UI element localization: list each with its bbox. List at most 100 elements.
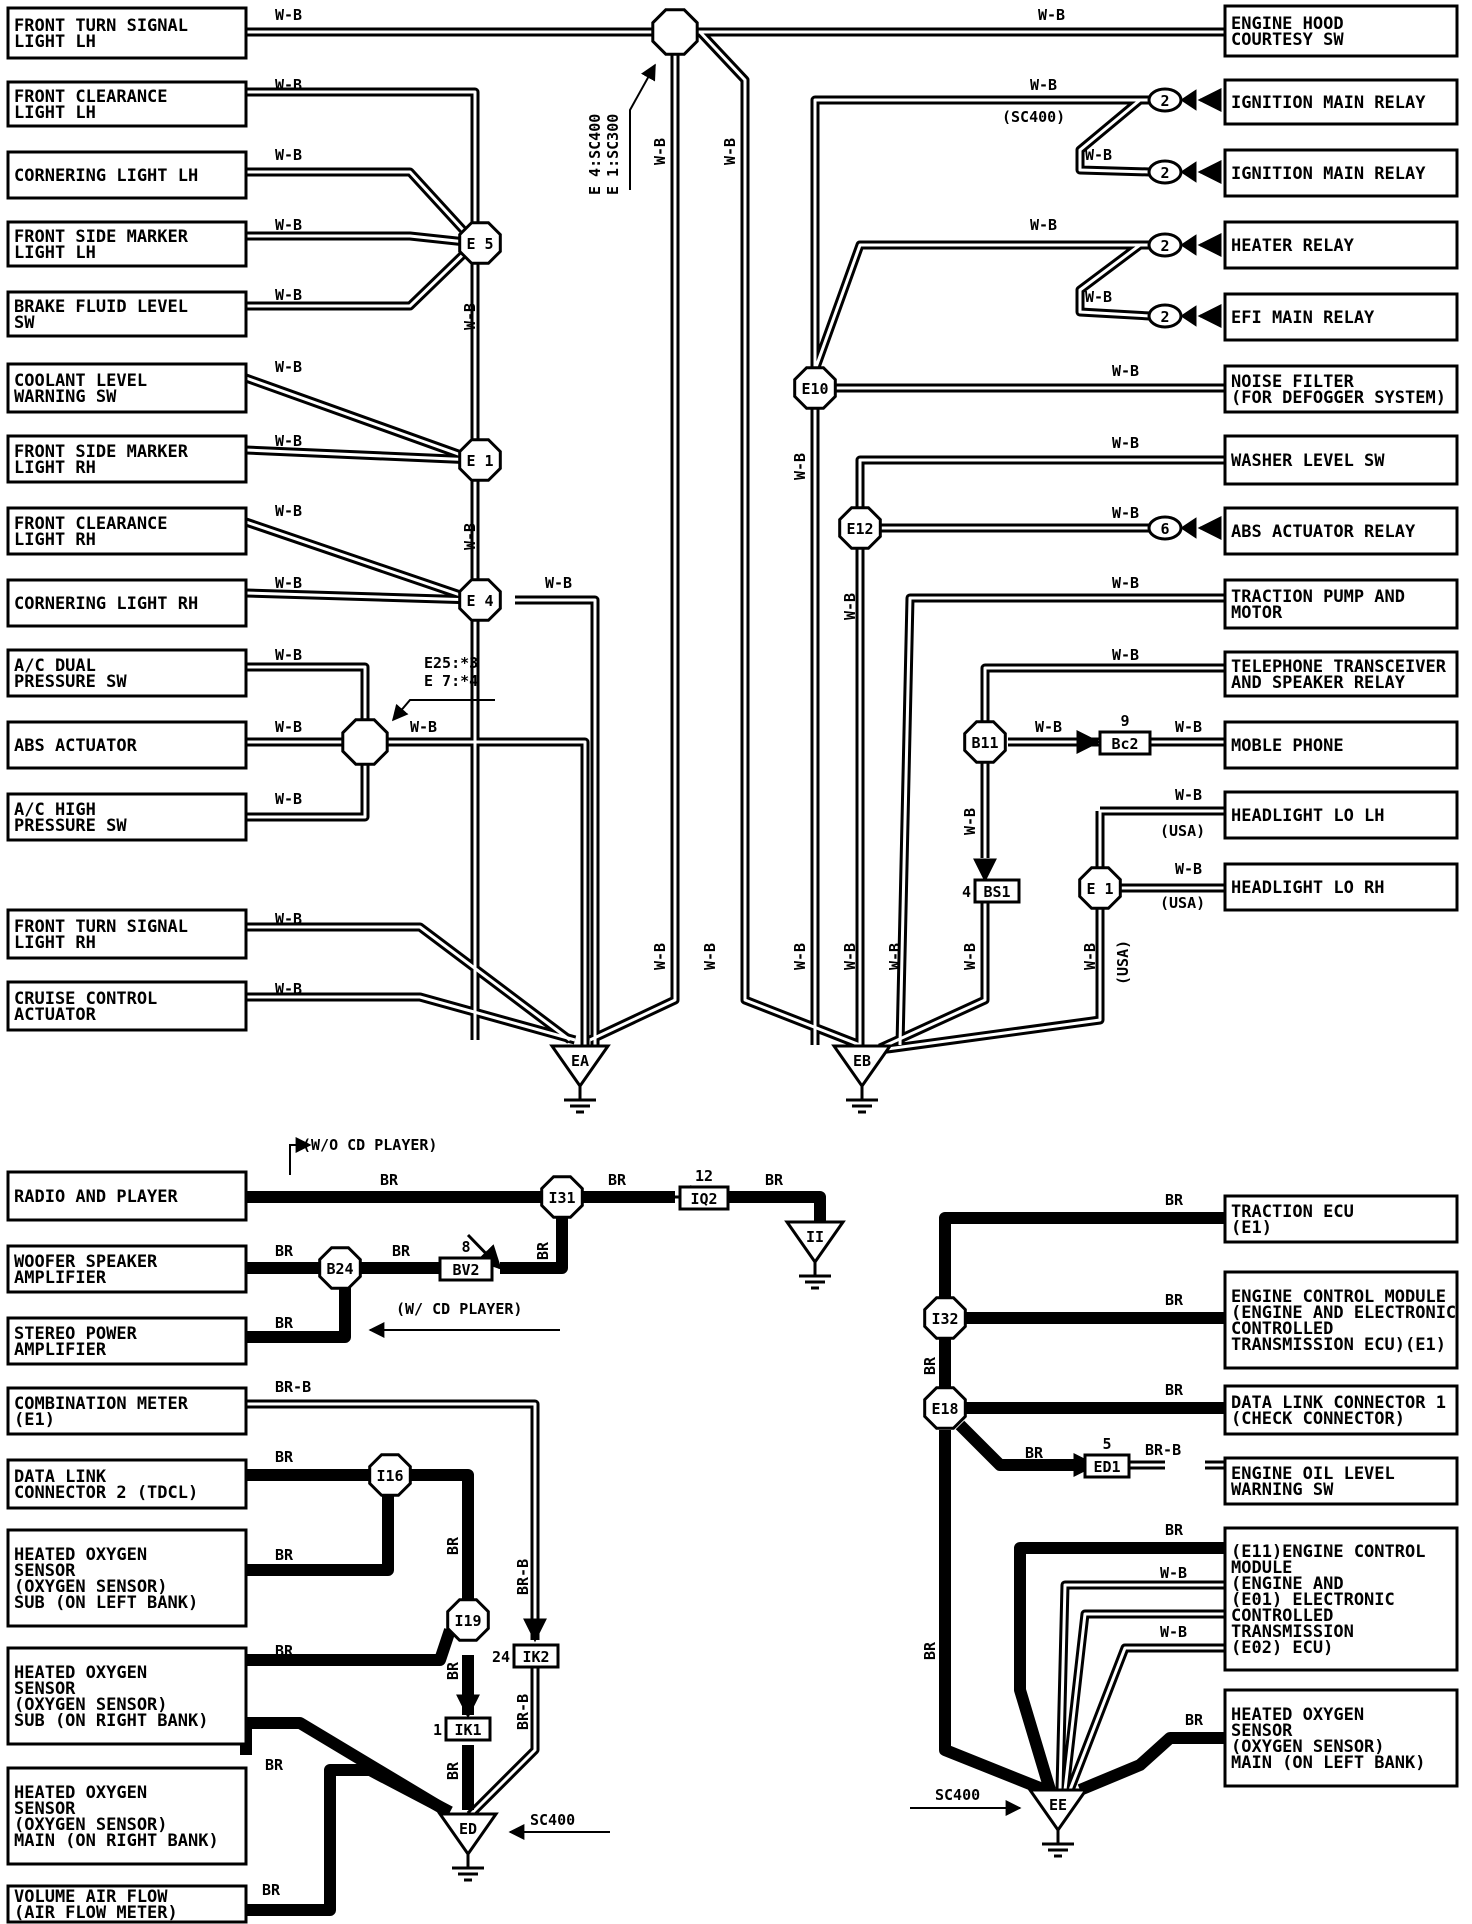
note-e25: E25:*3 <box>424 654 478 672</box>
traction-pump-label-1: MOTOR <box>1231 603 1283 623</box>
component-box-group <box>6 4 1459 1924</box>
ground-symbol-ea <box>564 1086 596 1114</box>
wire-color-label: W-B <box>275 6 302 24</box>
wire-color-label: W-B <box>651 943 669 970</box>
connector-pin-iq2: 12 <box>695 1167 713 1185</box>
junction-i19 <box>446 1598 490 1642</box>
ign-relay-2-label-0: IGNITION MAIN RELAY <box>1231 164 1426 184</box>
dlc1-label-1: (CHECK CONNECTOR) <box>1231 1409 1405 1429</box>
junction-label-e5: E 5 <box>466 235 493 253</box>
ho2-sub-right-label-1: SENSOR <box>14 1679 76 1699</box>
wire-color-label: W-B <box>721 138 739 165</box>
coolant-label-0: COOLANT LEVEL <box>14 371 147 391</box>
wire-color-label: W-B <box>275 76 302 94</box>
wire-color-label: BR <box>1165 1381 1184 1399</box>
front-side-lh-label-1: LIGHT LH <box>14 243 96 263</box>
dlc1-label-0: DATA LINK CONNECTOR 1 <box>1231 1393 1446 1413</box>
traction-pump-box <box>1223 578 1459 630</box>
note-usa-2: (USA) <box>1160 894 1205 912</box>
wb-wire-group <box>244 27 1225 1819</box>
noise-filter-label-1: (FOR DEFOGGER SYSTEM) <box>1231 388 1446 408</box>
note-e1-sc300: E 1:SC300 <box>604 114 622 195</box>
corner-rh-box <box>6 578 248 628</box>
wire-color-label: W-B <box>841 943 859 970</box>
front-side-rh-label-1: LIGHT RH <box>14 458 96 478</box>
brake-fluid-label-1: SW <box>14 313 35 333</box>
headlight-lh-label-0: HEADLIGHT LO LH <box>1231 806 1385 826</box>
wire-color-label: W-B <box>275 358 302 376</box>
junction-i16 <box>368 1453 412 1497</box>
corner-lh-label-0: CORNERING LIGHT LH <box>14 166 198 186</box>
wire-color-label: W-B <box>651 138 669 165</box>
wire-color-label: W-B <box>1112 434 1139 452</box>
ho2-main-right-label-1: SENSOR <box>14 1799 76 1819</box>
cruise-label-1: ACTUATOR <box>14 1005 97 1025</box>
ho2-main-right-label-3: MAIN (ON RIGHT BANK) <box>14 1831 219 1851</box>
combo-meter-label-0: COMBINATION METER <box>14 1394 189 1414</box>
efi-relay-label-0: EFI MAIN RELAY <box>1231 308 1375 328</box>
junction-label-i16: I16 <box>376 1467 403 1485</box>
vaf-box <box>6 1884 248 1924</box>
wire-color-label: W-B <box>1175 718 1202 736</box>
ecm-label-2: CONTROLLED <box>1231 1319 1333 1339</box>
ho2-sub-right-label-0: HEATED OXYGEN <box>14 1663 147 1683</box>
woofer-label-1: AMPLIFIER <box>14 1268 107 1288</box>
wire-color-label: BR-B <box>514 1559 532 1595</box>
wire-color-label: BR <box>608 1171 627 1189</box>
ecm-e11-label-5: TRANSMISSION <box>1231 1622 1354 1642</box>
junction-label-e18: E18 <box>931 1400 958 1418</box>
dlc1-box <box>1223 1384 1459 1436</box>
front-side-lh-box <box>6 220 248 268</box>
connector-label-bs1: BS1 <box>983 883 1010 901</box>
brake-fluid-box <box>6 290 248 338</box>
wire-color-label: W-B <box>1081 943 1099 970</box>
heater-relay-label-0: HEATER RELAY <box>1231 236 1355 256</box>
front-clear-rh-box <box>6 506 248 556</box>
ho2-main-right-label-2: (OXYGEN SENSOR) <box>14 1815 168 1835</box>
wire-color-label: W-B <box>1112 504 1139 522</box>
ground-label-ii: II <box>806 1228 824 1246</box>
wire-color-label: BR <box>392 1242 411 1260</box>
wire-color-label: W-B <box>791 453 809 480</box>
wire-color-label: BR <box>1165 1521 1184 1539</box>
stereo-label-0: STEREO POWER <box>14 1324 138 1344</box>
ho2-sub-right-box <box>6 1646 248 1746</box>
connector-pin-ed1: 5 <box>1102 1435 1111 1453</box>
front-clear-lh-box <box>6 80 248 128</box>
abs-act-label-0: ABS ACTUATOR <box>14 736 138 756</box>
ho2-main-left-box <box>1223 1688 1459 1788</box>
ecm-e11-label-1: MODULE <box>1231 1558 1292 1578</box>
ho2-main-left-label-1: SENSOR <box>1231 1721 1293 1741</box>
ecm-box <box>1223 1270 1459 1370</box>
washer-label-0: WASHER LEVEL SW <box>1231 451 1385 471</box>
wire-color-label: W-B <box>461 523 479 550</box>
washer-box <box>1223 434 1459 486</box>
ho2-main-right-box <box>6 1766 248 1866</box>
engine-hood-label-0: ENGINE HOOD <box>1231 14 1344 34</box>
dlc2-label-0: DATA LINK <box>14 1467 107 1487</box>
ho2-main-left-label-0: HEATED OXYGEN <box>1231 1705 1364 1725</box>
wire-color-label: BR <box>1165 1291 1184 1309</box>
wire-color-label: W-B <box>275 286 302 304</box>
connector-iq2 <box>678 1185 730 1211</box>
front-clear-lh-label-0: FRONT CLEARANCE <box>14 87 168 107</box>
woofer-box <box>6 1244 248 1294</box>
stereo-label-1: AMPLIFIER <box>14 1340 107 1360</box>
junction-label-e1: E 1 <box>466 452 493 470</box>
arrow-group <box>289 63 1222 1840</box>
wire-color-label: BR <box>275 1546 294 1564</box>
wire-color-label: W-B <box>275 502 302 520</box>
radio-box <box>6 1170 248 1222</box>
wire-color-label: BR <box>275 1314 294 1332</box>
front-turn-rh-label-1: LIGHT RH <box>14 933 96 953</box>
connector-group <box>438 730 1152 1742</box>
junction-e18 <box>923 1386 967 1430</box>
ign-relay-2-box <box>1223 148 1459 198</box>
wire-color-label: W-B <box>1112 646 1139 664</box>
junction-label-e12: E12 <box>846 520 873 538</box>
wire-color-label: W-B <box>275 980 302 998</box>
junction-e12 <box>838 506 882 550</box>
pin-arrow-ign1 <box>1180 89 1197 111</box>
wire-color-label: BR <box>444 1536 462 1555</box>
